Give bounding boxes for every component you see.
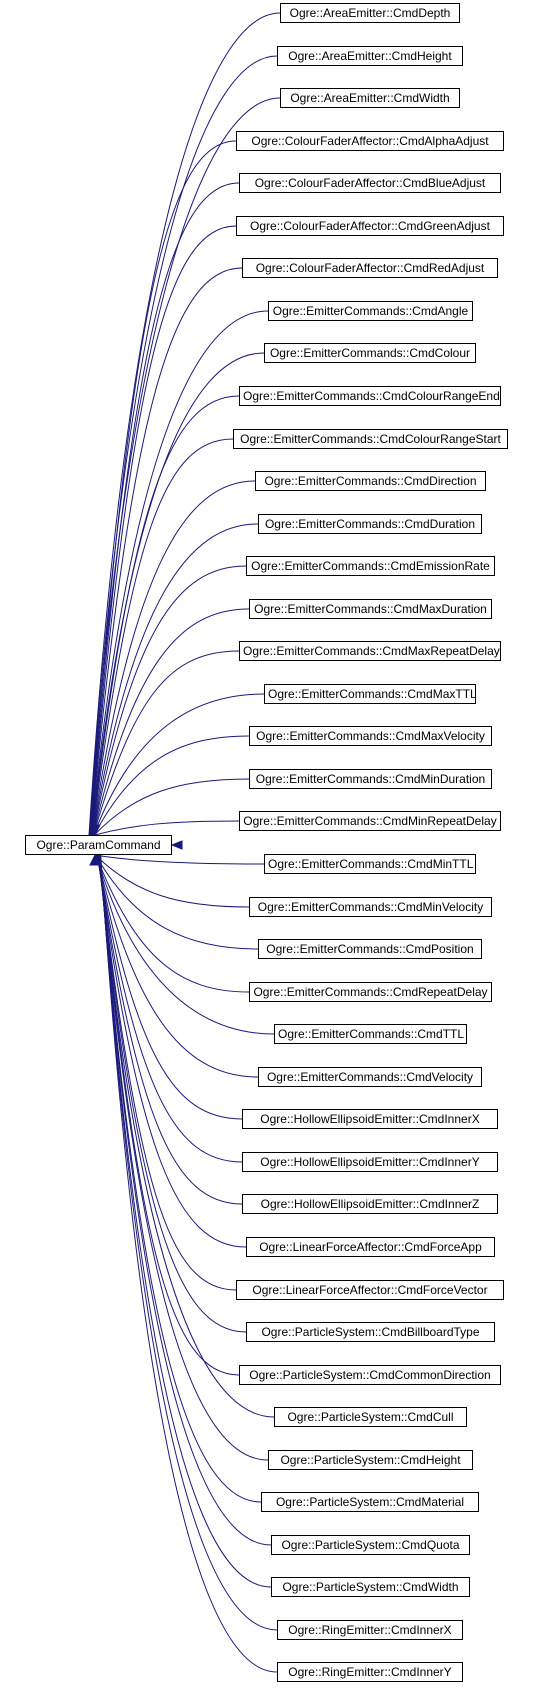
derived-class-node[interactable]: Ogre::AreaEmitter::CmdHeight [277, 46, 463, 66]
derived-class-node[interactable]: Ogre::AreaEmitter::CmdWidth [280, 88, 460, 108]
inheritance-edge [96, 854, 243, 1120]
derived-class-node[interactable]: Ogre::ParticleSystem::CmdBillboardType [246, 1322, 495, 1342]
derived-class-node[interactable]: Ogre::EmitterCommands::CmdMaxTTL [264, 684, 477, 704]
derived-class-node[interactable]: Ogre::EmitterCommands::CmdMinRepeatDelay [239, 811, 501, 831]
derived-class-node[interactable]: Ogre::EmitterCommands::CmdMinTTL [264, 854, 476, 874]
derived-class-node[interactable]: Ogre::ColourFaderAffector::CmdRedAdjust [242, 258, 498, 278]
derived-class-node[interactable]: Ogre::RingEmitter::CmdInnerY [277, 1662, 463, 1682]
inheritance-edge [95, 854, 250, 993]
inheritance-edge [90, 352, 265, 836]
derived-class-node[interactable]: Ogre::ParticleSystem::CmdWidth [271, 1577, 470, 1597]
inheritance-edge [91, 438, 234, 836]
inheritance-edge [94, 854, 265, 865]
inheritance-edge [93, 650, 240, 836]
inheritance-edge [97, 854, 247, 1333]
inheritance-edge [90, 310, 269, 836]
inheritance-edge [96, 854, 259, 1078]
inheritance-edge [98, 854, 275, 1418]
inheritance-edge [90, 267, 243, 836]
inheritance-edge [92, 565, 247, 836]
derived-class-node[interactable]: Ogre::ParticleSystem::CmdCommonDirection [239, 1365, 501, 1385]
derived-class-node[interactable]: Ogre::HollowEllipsoidEmitter::CmdInnerX [242, 1109, 498, 1129]
inheritance-edge [99, 854, 278, 1631]
derived-class-node[interactable]: Ogre::AreaEmitter::CmdDepth [280, 3, 460, 23]
derived-class-node[interactable]: Ogre::EmitterCommands::CmdColourRangeSta… [233, 429, 508, 449]
derived-class-node[interactable]: Ogre::HollowEllipsoidEmitter::CmdInnerZ [242, 1194, 498, 1214]
derived-class-node[interactable]: Ogre::EmitterCommands::CmdMaxVelocity [249, 726, 492, 746]
inheritance-edge [93, 735, 250, 836]
derived-class-node[interactable]: Ogre::ParticleSystem::CmdHeight [268, 1450, 473, 1470]
derived-class-node[interactable]: Ogre::EmitterCommands::CmdRepeatDelay [249, 982, 492, 1002]
inheritance-edge [94, 778, 250, 836]
derived-class-node[interactable]: Ogre::EmitterCommands::CmdDuration [258, 514, 482, 534]
derived-class-node[interactable]: Ogre::EmitterCommands::CmdMinDuration [249, 769, 492, 789]
derived-class-node[interactable]: Ogre::ParticleSystem::CmdMaterial [261, 1492, 479, 1512]
inheritance-edge [96, 854, 243, 1205]
derived-class-node[interactable]: Ogre::ParticleSystem::CmdQuota [271, 1535, 470, 1555]
derived-class-node[interactable]: Ogre::ColourFaderAffector::CmdAlphaAdjus… [236, 131, 504, 151]
derived-class-node[interactable]: Ogre::EmitterCommands::CmdVelocity [258, 1067, 482, 1087]
inheritance-edge [97, 854, 237, 1291]
derived-class-node[interactable]: Ogre::EmitterCommands::CmdPosition [258, 939, 482, 959]
inheritance-edge [90, 225, 237, 836]
inheritance-edge [95, 854, 275, 1035]
inheritance-edge [94, 854, 250, 908]
derived-class-node[interactable]: Ogre::LinearForceAffector::CmdForceApp [246, 1237, 495, 1257]
inheritance-edge [89, 140, 237, 836]
inheritance-edge [91, 480, 256, 836]
inheritance-edge [92, 523, 259, 836]
derived-class-node[interactable]: Ogre::ParticleSystem::CmdCull [274, 1407, 467, 1427]
inheritance-edge [99, 854, 272, 1546]
derived-class-node[interactable]: Ogre::RingEmitter::CmdInnerX [277, 1620, 463, 1640]
inheritance-edge [88, 12, 281, 836]
inheritance-edge [92, 608, 250, 836]
derived-class-node[interactable]: Ogre::ColourFaderAffector::CmdGreenAdjus… [236, 216, 504, 236]
derived-class-node[interactable]: Ogre::EmitterCommands::CmdMaxRepeatDelay [239, 641, 501, 661]
arrowhead [170, 840, 183, 850]
inheritance-edge [94, 820, 240, 836]
inheritance-edge [91, 395, 240, 836]
inheritance-edge [100, 854, 278, 1673]
derived-class-node[interactable]: Ogre::EmitterCommands::CmdColourRangeEnd [239, 386, 501, 406]
inheritance-edge [98, 854, 269, 1461]
inheritance-edge [89, 182, 240, 836]
inheritance-edge [97, 854, 247, 1248]
derived-class-node[interactable]: Ogre::EmitterCommands::CmdMinVelocity [249, 897, 492, 917]
derived-class-node[interactable]: Ogre::EmitterCommands::CmdColour [264, 343, 476, 363]
inheritance-edge [93, 693, 265, 836]
derived-class-node[interactable]: Ogre::ColourFaderAffector::CmdBlueAdjust [239, 173, 501, 193]
inheritance-edge [89, 97, 281, 836]
inheritance-edge [96, 854, 243, 1163]
inheritance-edge [95, 854, 259, 950]
base-class-node[interactable]: Ogre::ParamCommand [25, 835, 172, 855]
arrowhead [89, 824, 101, 837]
arrowhead [89, 853, 101, 866]
inheritance-edge [99, 854, 262, 1503]
derived-class-node[interactable]: Ogre::EmitterCommands::CmdMaxDuration [249, 599, 492, 619]
derived-class-node[interactable]: Ogre::EmitterCommands::CmdDirection [255, 471, 486, 491]
derived-class-node[interactable]: Ogre::EmitterCommands::CmdAngle [268, 301, 473, 321]
inheritance-edge [99, 854, 272, 1588]
derived-class-node[interactable]: Ogre::EmitterCommands::CmdTTL [274, 1024, 467, 1044]
derived-class-node[interactable]: Ogre::LinearForceAffector::CmdForceVecto… [236, 1280, 504, 1300]
inheritance-edge [88, 55, 278, 836]
derived-class-node[interactable]: Ogre::HollowEllipsoidEmitter::CmdInnerY [242, 1152, 498, 1172]
derived-class-node[interactable]: Ogre::EmitterCommands::CmdEmissionRate [246, 556, 495, 576]
